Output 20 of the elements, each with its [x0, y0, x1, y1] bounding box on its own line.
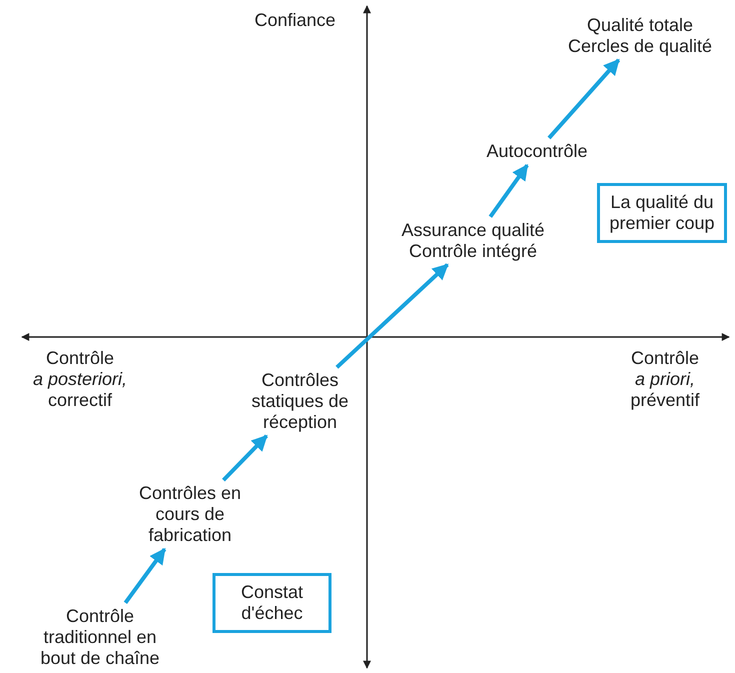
outlined-box [597, 183, 727, 243]
stage-label: Contrôles en cours de fabrication [138, 483, 242, 546]
stage-label: Qualité totale [586, 15, 694, 36]
axis-label: Confiance [253, 10, 337, 31]
stage-label: Cercles de qualité [568, 36, 712, 57]
outlined-box [212, 573, 332, 633]
stage-label: Contrôles statiques de réception [250, 370, 350, 433]
axis-label: Contrôle a posteriori, correctif [32, 348, 128, 411]
arrow [488, 164, 529, 218]
stage-label: La qualité du premier coup [608, 192, 716, 234]
stage-label: Contrôle intégré [408, 241, 538, 262]
arrow [548, 58, 620, 140]
arrow [124, 548, 166, 604]
stage-label: Autocontrôle [486, 141, 588, 162]
stage-label: Contrôle traditionnel en bout de chaîne [39, 606, 161, 669]
arrow [336, 263, 449, 369]
stage-label: Constat d'échec [240, 582, 304, 624]
axis-label: Contrôle a priori, préventif [629, 348, 701, 411]
arrow [222, 434, 268, 482]
stage-label: Assurance qualité [401, 220, 545, 241]
